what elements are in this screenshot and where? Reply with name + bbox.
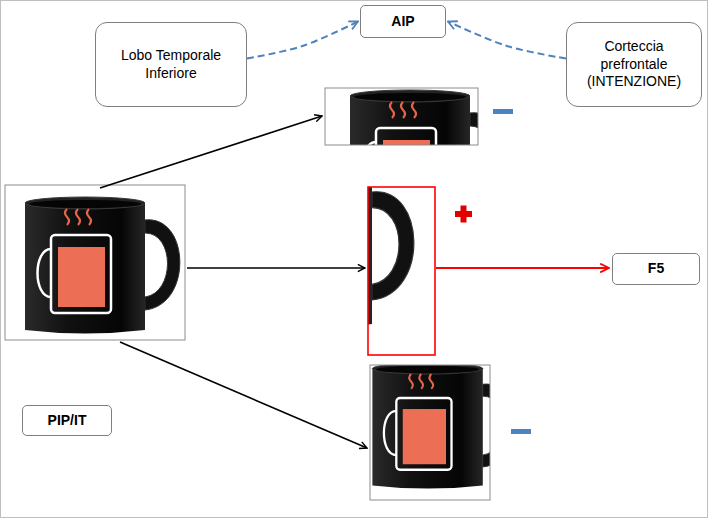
region-box: Lobo Temporale Inferiore bbox=[95, 22, 247, 107]
minus-sign bbox=[511, 429, 531, 434]
plus-sign bbox=[455, 206, 472, 223]
mug-top-crop bbox=[325, 88, 505, 227]
dashed-arrow bbox=[448, 22, 566, 59]
area-box: PIP/IT bbox=[22, 405, 112, 436]
minus-sign bbox=[493, 109, 513, 114]
node-label: Corteccia prefrontale (INTENZIONE) bbox=[573, 38, 695, 91]
area-box: AIP bbox=[360, 5, 446, 38]
mug-body-crop bbox=[370, 363, 515, 500]
node-label: F5 bbox=[648, 260, 664, 278]
node-label: PIP/IT bbox=[48, 412, 87, 430]
flow-arrow bbox=[120, 342, 367, 448]
selection-arrow bbox=[436, 267, 609, 269]
mug-picture bbox=[5, 185, 185, 340]
node-label: Lobo Temporale Inferiore bbox=[102, 47, 240, 82]
region-box: Corteccia prefrontale (INTENZIONE) bbox=[566, 22, 702, 107]
mug-handle-crop bbox=[228, 164, 435, 355]
flow-arrow bbox=[100, 116, 322, 188]
node-label: AIP bbox=[391, 13, 414, 31]
dashed-arrow bbox=[247, 22, 358, 59]
flow-arrow bbox=[187, 267, 365, 269]
area-box: F5 bbox=[612, 253, 700, 285]
